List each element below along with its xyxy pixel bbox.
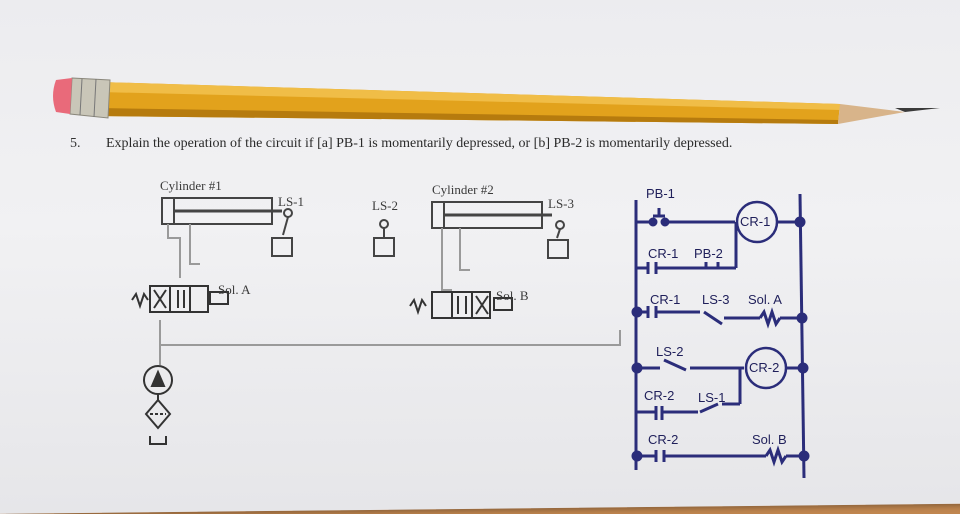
ladder-diagram (631, 193, 810, 479)
cr-1-coil-label: CR-1 (740, 214, 771, 229)
ls-1-label: LS-1 (278, 194, 304, 209)
cr-1-contact-b-label: CR-1 (650, 292, 681, 307)
valve-a (149, 285, 209, 313)
ls-1-ladder-label: LS-1 (698, 390, 726, 405)
sol-b-ladder-label: Sol. B (752, 432, 787, 447)
cr-2-contact-a-label: CR-2 (644, 388, 675, 403)
cr-2-contact-b-label: CR-2 (648, 432, 679, 447)
ls-2-label: LS-2 (372, 198, 398, 213)
sol-a-ladder-label: Sol. A (748, 292, 782, 307)
cylinder-1-label: Cylinder #1 (160, 178, 222, 193)
question-text: Explain the operation of the circuit if … (106, 136, 733, 151)
sol-a-label: Sol. A (218, 282, 251, 297)
ls-2-ladder-label: LS-2 (656, 344, 684, 359)
cr-1-contact-a-label: CR-1 (648, 246, 679, 261)
pencil (53, 77, 940, 124)
cr-2-coil-label: CR-2 (749, 360, 780, 375)
ls-3-ladder-label: LS-3 (702, 292, 730, 307)
question-number: 5. (70, 136, 81, 151)
sol-b-label: Sol. B (496, 288, 529, 303)
ls-3-label: LS-3 (548, 196, 574, 211)
pb-2-label: PB-2 (694, 246, 723, 261)
pneumatic-diagram (131, 193, 810, 479)
filter-symbol (144, 398, 172, 430)
pb-1-label: PB-1 (646, 186, 675, 201)
cylinder-2-label: Cylinder #2 (432, 182, 494, 197)
valve-b (431, 291, 491, 319)
